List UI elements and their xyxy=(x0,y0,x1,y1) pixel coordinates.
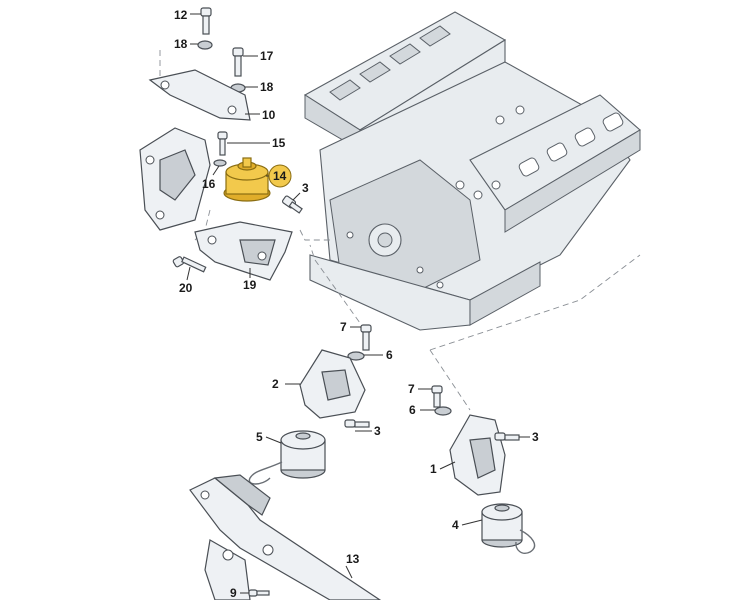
engine-mount-14-highlighted xyxy=(223,157,271,202)
upper-left-mount-group xyxy=(139,7,251,231)
callout-14: 14 xyxy=(273,169,287,183)
center-mount-group xyxy=(248,324,372,485)
callout-9: 9 xyxy=(230,586,237,600)
callout-6-center: 6 xyxy=(386,348,393,362)
callout-3-center: 3 xyxy=(374,424,381,438)
callout-16: 16 xyxy=(202,177,216,191)
callout-labels: 12 18 17 18 10 15 14 16 3 20 19 7 6 2 3 … xyxy=(174,8,539,600)
bolt-20 xyxy=(172,256,207,273)
callout-17: 17 xyxy=(260,49,274,63)
callout-15: 15 xyxy=(272,136,286,150)
subframe-13 xyxy=(189,474,382,600)
callout-18-upper: 18 xyxy=(174,37,188,51)
callout-2: 2 xyxy=(272,377,279,391)
bracket-19 xyxy=(194,221,293,281)
right-mount-group xyxy=(431,385,536,554)
callout-18-lower: 18 xyxy=(260,80,274,94)
callout-19: 19 xyxy=(243,278,257,292)
callout-3-upper: 3 xyxy=(302,181,309,195)
callout-7-center: 7 xyxy=(340,320,347,334)
leader-lines xyxy=(186,13,530,594)
engine-block xyxy=(303,11,641,331)
callout-4: 4 xyxy=(452,518,459,532)
callout-6-right: 6 xyxy=(409,403,416,417)
callout-5: 5 xyxy=(256,430,263,444)
callout-20: 20 xyxy=(179,281,193,295)
callout-3-right: 3 xyxy=(532,430,539,444)
callout-10: 10 xyxy=(262,108,276,122)
callout-7-right: 7 xyxy=(408,382,415,396)
callout-14-highlight xyxy=(268,164,292,188)
bolt-3-upper xyxy=(281,195,303,214)
callout-13: 13 xyxy=(346,552,360,566)
callout-1: 1 xyxy=(430,462,437,476)
callout-12: 12 xyxy=(174,8,188,22)
